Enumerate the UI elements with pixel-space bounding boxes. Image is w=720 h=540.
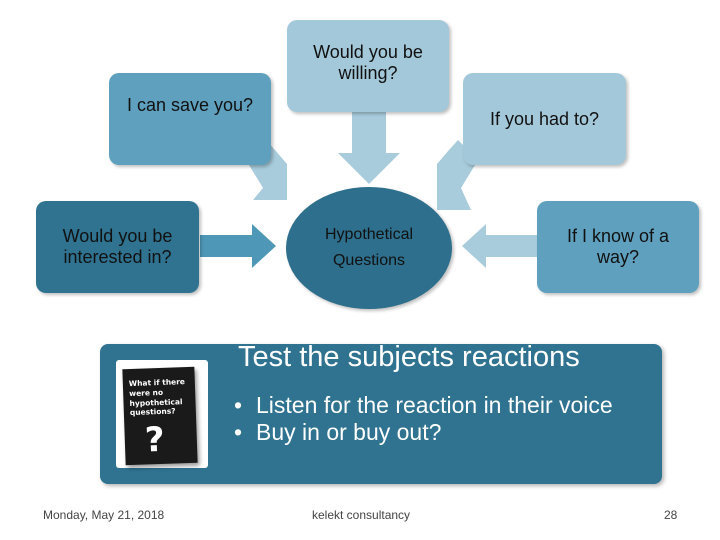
- question-image: What if there were no hypothetical quest…: [116, 360, 208, 468]
- box-right: If I know of a way?: [537, 201, 699, 293]
- bullet-list: Listen for the reaction in their voice B…: [234, 392, 634, 446]
- center-node: Hypothetical Questions: [286, 187, 452, 309]
- question-card-text: What if there were no hypothetical quest…: [129, 377, 190, 418]
- arrow-left-to-center: [200, 224, 276, 268]
- footer-page-number: 28: [664, 508, 677, 522]
- box-upper-right: If you had to?: [463, 73, 626, 165]
- box-top: Would you be willing?: [287, 20, 449, 112]
- box-left: Would you be interested in?: [36, 201, 199, 293]
- bullet-item: Buy in or buy out?: [234, 419, 634, 446]
- panel-title: Test the subjects reactions: [238, 341, 580, 374]
- footer-company: kelekt consultancy: [312, 508, 410, 522]
- box-top-text: Would you be willing?: [295, 42, 441, 83]
- box-upper-right-text: If you had to?: [490, 109, 599, 130]
- box-left-text: Would you be interested in?: [44, 226, 191, 267]
- box-right-text: If I know of a way?: [545, 226, 691, 267]
- arrow-top-down: [338, 110, 400, 184]
- question-card: What if there were no hypothetical quest…: [122, 367, 197, 465]
- reactions-panel: What if there were no hypothetical quest…: [100, 344, 662, 484]
- box-upper-left: I can save you?: [109, 73, 271, 165]
- bullet-item: Listen for the reaction in their voice: [234, 392, 634, 419]
- center-node-line1: Hypothetical: [325, 222, 413, 248]
- arrow-right-to-center: [462, 224, 538, 268]
- box-upper-left-text: I can save you?: [127, 95, 253, 116]
- center-node-line2: Questions: [325, 248, 413, 274]
- question-mark-icon: ?: [144, 420, 165, 461]
- footer-date: Monday, May 21, 2018: [43, 508, 164, 522]
